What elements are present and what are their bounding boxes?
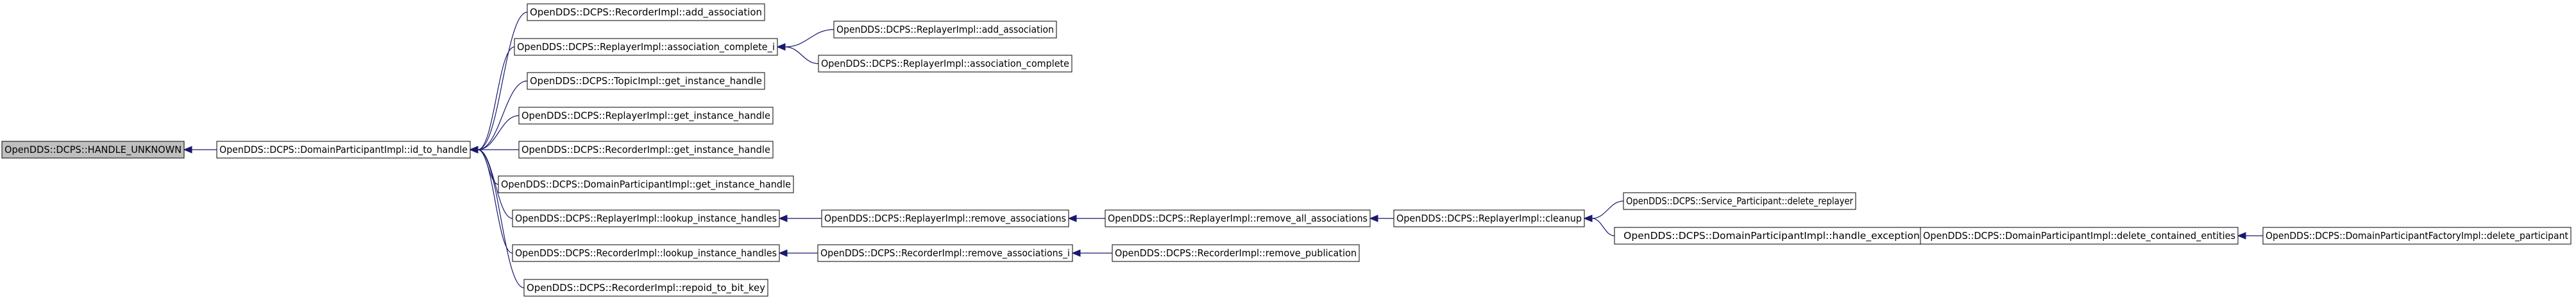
node-rep-cln[interactable]: OpenDDS::DCPS::ReplayerImpl::cleanup (1393, 209, 1585, 227)
node-label: OpenDDS::DCPS::DomainParticipantImpl::id… (219, 144, 468, 156)
node-box (833, 21, 1057, 39)
node-label: OpenDDS::DCPS::ReplayerImpl::lookup_inst… (515, 213, 777, 225)
node-rep-raa[interactable]: OpenDDS::DCPS::ReplayerImpl::remove_all_… (1105, 209, 1371, 227)
node-top-gih[interactable]: OpenDDS::DCPS::TopicImpl::get_instance_h… (527, 72, 765, 90)
node-box (818, 55, 1072, 73)
node-label: OpenDDS::DCPS::HANDLE_UNKNOWN (4, 144, 182, 156)
node-rec-rp[interactable]: OpenDDS::DCPS::RecorderImpl::remove_publ… (1112, 244, 1360, 262)
node-rec-rtb[interactable]: OpenDDS::DCPS::RecorderImpl::repoid_to_b… (523, 279, 768, 297)
node-rec-add[interactable]: OpenDDS::DCPS::RecorderImpl::add_associa… (527, 3, 765, 21)
edge-dpi_he-to-rep_cln (1583, 215, 1615, 236)
node-label: OpenDDS::DCPS::RecorderImpl::get_instanc… (521, 144, 770, 156)
node-label: OpenDDS::DCPS::RecorderImpl::remove_publ… (1115, 247, 1357, 260)
edge-rec_rp-to-rec_rai (1071, 249, 1112, 257)
node-label: OpenDDS::DCPS::ReplayerImpl::remove_asso… (824, 213, 1066, 225)
node-rep-gih[interactable]: OpenDDS::DCPS::ReplayerImpl::get_instanc… (518, 107, 774, 125)
node-box (512, 244, 780, 262)
node-rep-ra[interactable]: OpenDDS::DCPS::ReplayerImpl::remove_asso… (821, 209, 1069, 227)
node-dpi-ith[interactable]: OpenDDS::DCPS::DomainParticipantImpl::id… (216, 141, 471, 159)
edge-rep_raa-to-rep_ra (1067, 215, 1105, 222)
node-label: OpenDDS::DCPS::Service_Participant::dele… (1626, 195, 1854, 207)
node-rep-add[interactable]: OpenDDS::DCPS::ReplayerImpl::add_associa… (833, 21, 1057, 39)
node-label: OpenDDS::DCPS::ReplayerImpl::association… (821, 58, 1069, 70)
node-box (498, 175, 794, 193)
node-box (518, 141, 774, 159)
edge-dpfi_dp-to-dpi_dce (2237, 232, 2263, 240)
node-rep-lih[interactable]: OpenDDS::DCPS::ReplayerImpl::lookup_inst… (512, 209, 780, 227)
node-label: OpenDDS::DCPS::RecorderImpl::add_associa… (530, 6, 762, 19)
node-label: OpenDDS::DCPS::RecorderImpl::remove_asso… (820, 247, 1070, 260)
node-box (821, 209, 1069, 227)
node-box (527, 72, 765, 90)
edge-rep_ra-to-rep_lih (778, 215, 822, 222)
node-rep-ac[interactable]: OpenDDS::DCPS::ReplayerImpl::association… (818, 55, 1072, 73)
node-box (1105, 209, 1371, 227)
node-box (512, 209, 780, 227)
node-dpi-dce[interactable]: OpenDDS::DCPS::DomainParticipantImpl::de… (1920, 227, 2239, 245)
node-rec-lih[interactable]: OpenDDS::DCPS::RecorderImpl::lookup_inst… (512, 244, 780, 262)
edge-rep_ac-to-rep_acc (776, 43, 819, 64)
node-label: OpenDDS::DCPS::DomainParticipantImpl::de… (1923, 230, 2235, 242)
edge-rec_lih-to-dpi_ith (469, 146, 513, 254)
edge-rec_rai-to-rec_lih (778, 249, 818, 257)
node-box (1623, 192, 1856, 210)
node-label: OpenDDS::DCPS::ReplayerImpl::add_associa… (836, 24, 1054, 36)
node-box (1920, 227, 2239, 245)
edge-dpi_ith-to-root (183, 146, 217, 154)
edge-dpi_gih-to-dpi_ith (469, 146, 499, 185)
node-box (527, 3, 765, 21)
edge-rec_rtb-to-dpi_ith (469, 146, 525, 288)
node-label: OpenDDS::DCPS::DomainParticipantImpl::ha… (1623, 230, 1920, 242)
node-box (1112, 244, 1360, 262)
node-rec-rai[interactable]: OpenDDS::DCPS::RecorderImpl::remove_asso… (817, 244, 1073, 262)
node-label: OpenDDS::DCPS::TopicImpl::get_instance_h… (530, 75, 762, 87)
node-box (518, 107, 774, 125)
node-box (1393, 209, 1585, 227)
node-sp-dr[interactable]: OpenDDS::DCPS::Service_Participant::dele… (1623, 192, 1856, 210)
node-rec-gih[interactable]: OpenDDS::DCPS::RecorderImpl::get_instanc… (518, 141, 774, 159)
node-box (514, 38, 778, 56)
node-label: OpenDDS::DCPS::RecorderImpl::repoid_to_b… (527, 282, 765, 294)
node-box (216, 141, 471, 159)
node-label: OpenDDS::DCPS::DomainParticipantFactoryI… (2266, 230, 2568, 242)
node-box (817, 244, 1073, 262)
node-dpi-gih[interactable]: OpenDDS::DCPS::DomainParticipantImpl::ge… (498, 175, 794, 193)
node-dpi-he[interactable]: OpenDDS::DCPS::DomainParticipantImpl::ha… (1614, 227, 1929, 245)
node-label: OpenDDS::DCPS::DomainParticipantImpl::ge… (501, 179, 791, 191)
node-label: OpenDDS::DCPS::ReplayerImpl::get_instanc… (521, 110, 770, 122)
node-label: OpenDDS::DCPS::ReplayerImpl::association… (517, 41, 775, 53)
node-root: OpenDDS::DCPS::HANDLE_UNKNOWN (1, 141, 185, 159)
node-box (1614, 227, 1929, 245)
node-rep-acc[interactable]: OpenDDS::DCPS::ReplayerImpl::association… (514, 38, 778, 56)
node-label: OpenDDS::DCPS::ReplayerImpl::remove_all_… (1108, 213, 1368, 225)
node-box (1, 141, 185, 159)
edges-layer (183, 12, 2263, 288)
node-box (2262, 227, 2572, 245)
node-box (523, 279, 768, 297)
node-dpfi-dp[interactable]: OpenDDS::DCPS::DomainParticipantFactoryI… (2262, 227, 2572, 245)
node-label: OpenDDS::DCPS::ReplayerImpl::cleanup (1396, 213, 1582, 224)
node-label: OpenDDS::DCPS::RecorderImpl::lookup_inst… (515, 247, 777, 260)
edge-rep_acc-to-dpi_ith (469, 46, 515, 154)
edge-rep_cln-to-rep_raa (1369, 215, 1394, 222)
